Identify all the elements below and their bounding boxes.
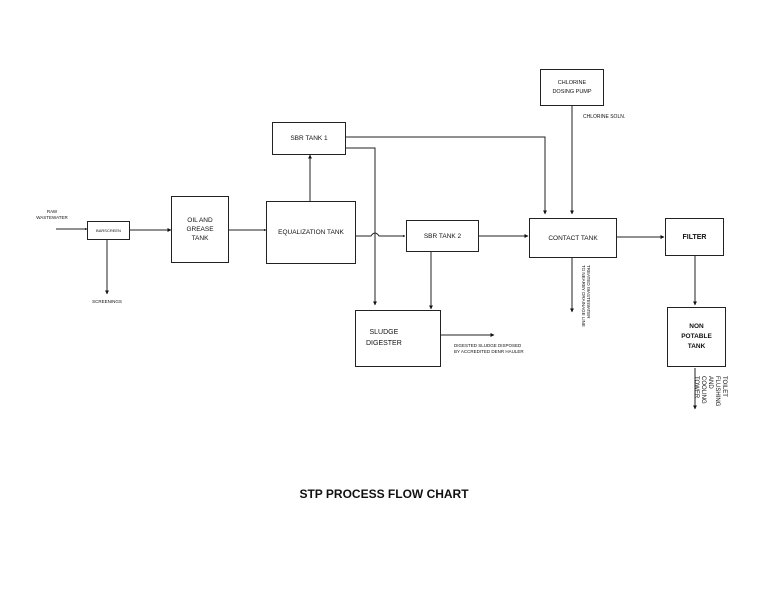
contact-tank-box: CONTACT TANK [529,218,617,258]
screenings-label: SCREENINGS [92,299,122,304]
oil-grease-tank-box: OIL AND GREASE TANK [171,196,229,263]
sbr-tank-2-label: SBR TANK 2 [423,232,462,240]
arrow-equalization-to-sbr2 [356,232,406,238]
sludge-digester-label: SLUDGE DIGESTER [366,329,402,347]
contact-tank-label: CONTACT TANK [548,234,598,242]
equalization-tank-label: EQUALIZATION TANK [278,229,344,236]
chlorine-dosing-pump-box: CHLORINE DOSING PUMP [540,69,604,106]
barscreen-label: BARSCREEN [96,228,121,233]
non-potable-tank-box: NON POTABLE TANK [667,307,726,367]
non-potable-tank-label: NON POTABLE TANK [681,323,712,350]
oil-grease-tank-label: OIL AND GREASE TANK [186,216,214,243]
chlorine-soln-label: CHLORINE SOLN. [583,114,626,120]
filter-label: FILTER [682,233,707,241]
arrow-sbr1-to-contact-tank [346,136,547,215]
equalization-tank-box: EQUALIZATION TANK [266,201,356,264]
sbr-tank-1-label: SBR TANK 1 [290,135,328,142]
barscreen-box: BARSCREEN [87,221,130,240]
filter-box: FILTER [665,218,724,256]
chlorine-dosing-pump-label: CHLORINE DOSING PUMP [552,80,592,95]
diagram-title: STP PROCESS FLOW CHART [299,487,469,501]
arrow-sbr1-to-sludge-digester [346,147,377,306]
sbr-tank-1-box: SBR TANK 1 [272,122,346,155]
toilet-flushing-label: TOILET FLUSHING AND COOLING TOWER [693,376,727,407]
sbr-tank-2-box: SBR TANK 2 [406,220,479,252]
treated-wastewater-label: TREATED WASTEWATER TO NEARBY DRAINAGE LI… [580,265,591,327]
sludge-digester-box: SLUDGE DIGESTER [355,310,441,367]
digested-sludge-label: DIGESTED SLUDGE DISPOSED BY ACCREDITED D… [454,343,524,355]
raw-wastewater-label: RAW WASTEWATER [36,209,68,220]
